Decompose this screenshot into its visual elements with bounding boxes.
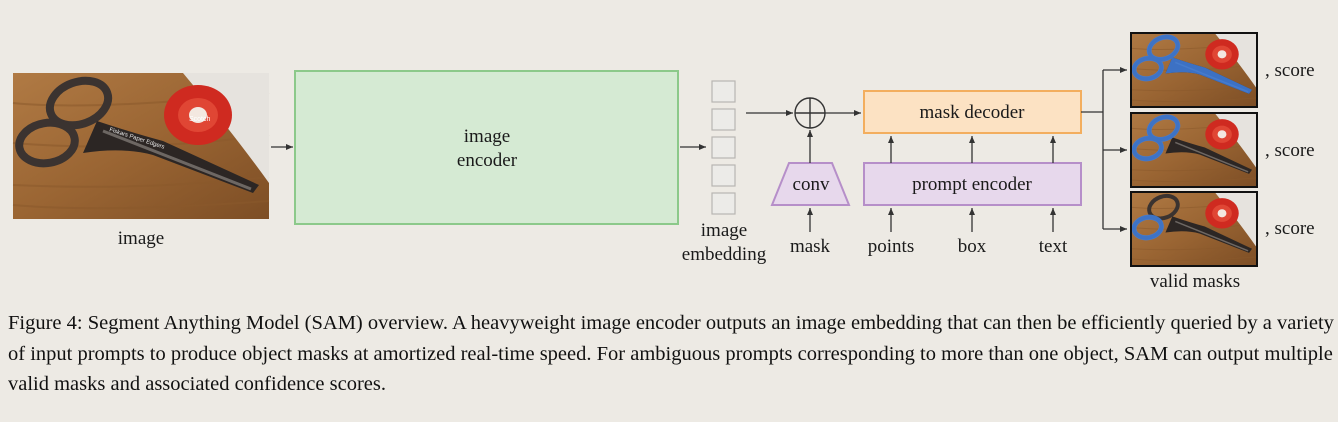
valid-masks-label: valid masks — [1150, 271, 1240, 290]
sum-node — [794, 97, 826, 129]
input-image: Fiskars Paper Edgers Scotch — [13, 73, 269, 219]
conv-block — [770, 162, 851, 206]
input-image-label: image — [118, 228, 164, 249]
embedding-cell — [711, 136, 736, 159]
prompt-box-label: box — [958, 236, 987, 257]
tape-print: Scotch — [189, 116, 211, 123]
output-mask-3 — [1131, 192, 1257, 266]
score-label-3: , score — [1265, 218, 1315, 239]
image-encoder-label-line2: encoder — [457, 150, 518, 171]
output-connectors — [1081, 67, 1127, 232]
image-encoder-box — [294, 70, 679, 225]
mask-decoder-box — [863, 90, 1082, 134]
score-label-1: , score — [1265, 60, 1315, 81]
score-label-2: , score — [1265, 140, 1315, 161]
conv-label: conv — [793, 174, 830, 195]
sam-diagram: Fiskars Paper Edgers Scotch image image … — [0, 0, 1315, 290]
output-mask-2 — [1131, 113, 1257, 187]
image-encoder-label-line1: image — [464, 126, 510, 147]
caption-label: Figure 4: — [8, 312, 83, 334]
caption-text: Segment Anything Model (SAM) overview. A… — [8, 312, 1334, 395]
figure-caption: Figure 4: Segment Anything Model (SAM) o… — [8, 308, 1334, 400]
embedding-cell — [711, 192, 736, 215]
image-embedding-label-line1: image — [701, 220, 747, 241]
prompt-points-label: points — [868, 236, 914, 257]
embedding-cell — [711, 164, 736, 187]
prompt-encoder-label: prompt encoder — [912, 174, 1032, 195]
image-embedding-stack — [711, 80, 736, 215]
embedding-cell — [711, 80, 736, 103]
mask-input-label: mask — [790, 236, 831, 257]
output-mask-1 — [1131, 33, 1257, 107]
mask-decoder-label: mask decoder — [920, 102, 1026, 123]
prompt-text-label: text — [1039, 236, 1068, 257]
embedding-cell — [711, 108, 736, 131]
image-embedding-label-line2: embedding — [682, 244, 767, 265]
